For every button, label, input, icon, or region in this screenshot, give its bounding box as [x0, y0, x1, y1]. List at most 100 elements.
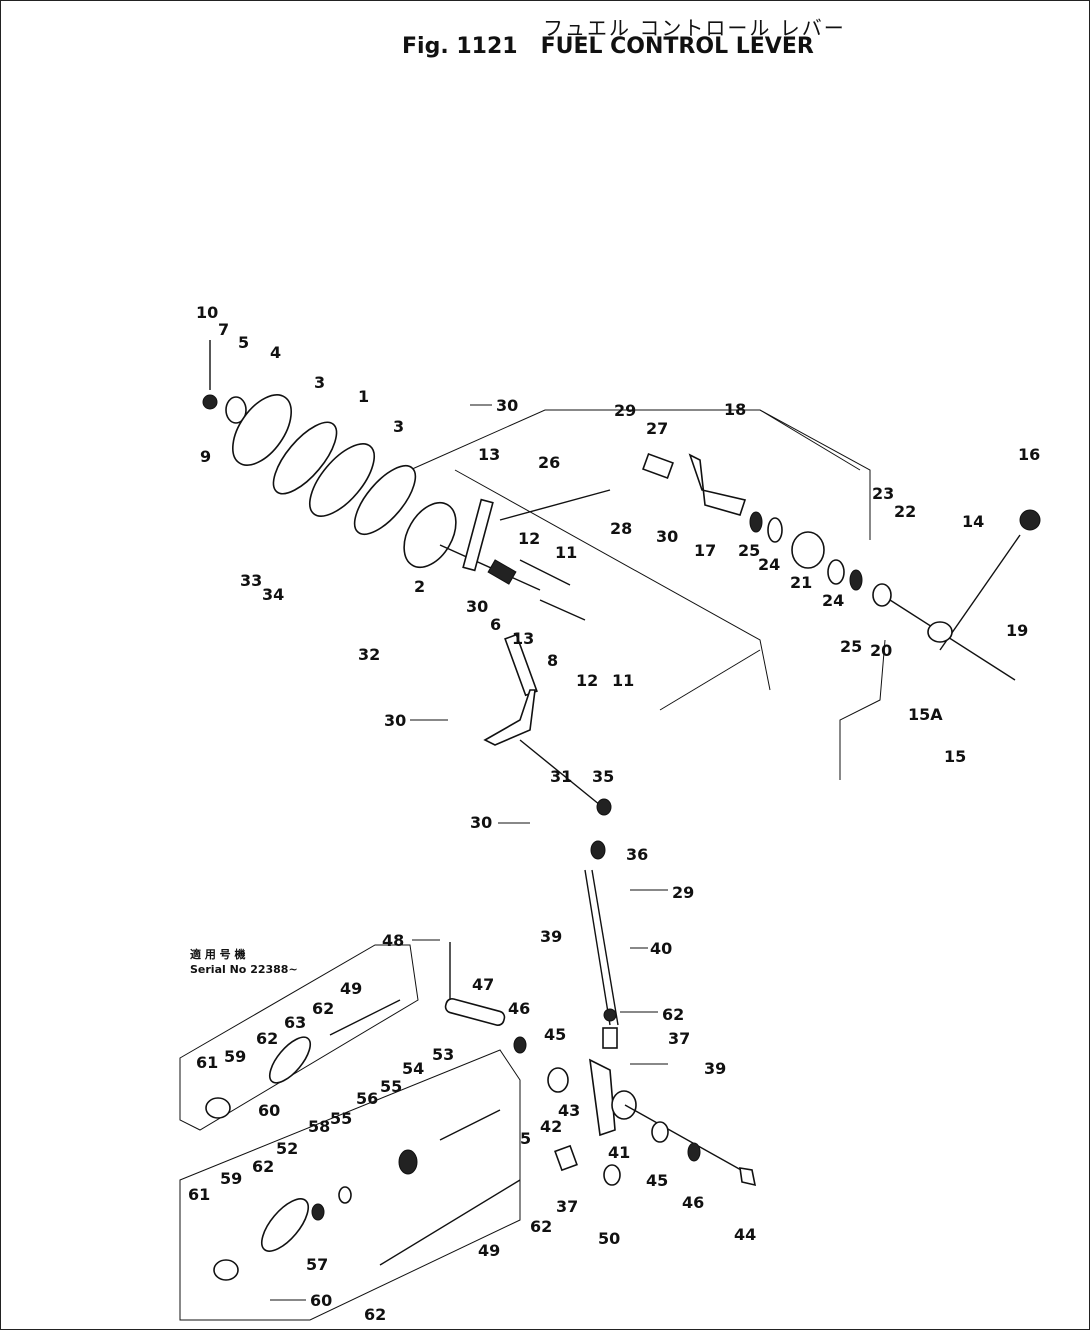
callout-label: 30 [656, 527, 678, 546]
ball-joint-35 [596, 798, 612, 816]
callout-label: 1 [358, 387, 369, 406]
lever-17 [688, 453, 747, 516]
rod-49-b [379, 1179, 521, 1266]
callout-label: 62 [364, 1305, 386, 1324]
lever-shaft-assembly [642, 453, 1041, 681]
bolt-11 [519, 559, 571, 586]
callout-label: 16 [1018, 445, 1040, 464]
callout-label: 26 [538, 453, 560, 472]
callout-label: 62 [312, 999, 334, 1018]
flange-21 [791, 531, 825, 569]
rod-40 [584, 869, 611, 1026]
callout-label: 58 [308, 1117, 330, 1136]
callout-label: 7 [218, 320, 229, 339]
callout-label: 20 [870, 641, 892, 660]
callout-label: 6 [490, 615, 501, 634]
callout-label: 57 [306, 1255, 328, 1274]
bushing-54 [398, 1149, 418, 1175]
callout-label: 24 [758, 555, 780, 574]
callout-label: 30 [470, 813, 492, 832]
lever-plate-1 [309, 443, 375, 517]
figure-title-english: FUEL CONTROL LEVER [540, 34, 814, 59]
callout-label: 23 [872, 484, 894, 503]
callout-label: 3 [393, 417, 404, 436]
bushing-45-b [651, 1121, 669, 1143]
callout-label: 12 [576, 671, 598, 690]
lower-linkage [444, 942, 757, 1187]
callout-labels: 10 7 5 4 3 1 3 9 30 29 27 18 16 13 26 28… [188, 303, 1040, 1324]
washer-7 [225, 396, 247, 424]
link-chain [483, 633, 619, 1026]
knob-16 [1019, 509, 1041, 531]
callout-label: 39 [540, 927, 562, 946]
lever-hub-14 [927, 621, 953, 643]
callout-label: 60 [310, 1291, 332, 1310]
spring-46-b [687, 1142, 701, 1162]
callout-label: 10 [196, 303, 218, 322]
callout-label: 31 [550, 767, 572, 786]
callout-label: 55 [380, 1077, 402, 1096]
nut-9 [202, 394, 218, 410]
bracket-31 [483, 689, 536, 746]
callout-label: 63 [284, 1013, 306, 1032]
shaft [439, 544, 541, 591]
callout-label: 61 [188, 1185, 210, 1204]
rod-40-edge [591, 869, 619, 1026]
callout-label: 11 [555, 543, 577, 562]
block-27 [642, 453, 674, 479]
callout-label: 18 [724, 400, 746, 419]
callout-label: 48 [382, 931, 404, 950]
callout-label: 33 [240, 571, 262, 590]
inset-serial-range: Serial No 22388~ [190, 963, 298, 976]
callout-label: 30 [496, 396, 518, 415]
callout-label: 52 [276, 1139, 298, 1158]
inset-note-japanese: 適 用 号 機 [190, 947, 246, 961]
callout-label: 62 [662, 1005, 684, 1024]
callout-label: 37 [668, 1029, 690, 1048]
callout-label: 30 [384, 711, 406, 730]
callout-label: 5 [238, 333, 249, 352]
callout-label: 5 [520, 1129, 531, 1148]
callout-label: 11 [612, 671, 634, 690]
callout-label: 35 [592, 767, 614, 786]
nut-62-a [603, 1008, 617, 1022]
callout-label: 15 [944, 747, 966, 766]
callout-label: 46 [508, 999, 530, 1018]
callout-label: 34 [262, 585, 284, 604]
figure-number: Fig. 1121 [402, 34, 518, 59]
callout-label: 36 [626, 845, 648, 864]
callout-label: 25 [738, 541, 760, 560]
inset-panel-lower [179, 1049, 521, 1321]
callout-label: 44 [734, 1225, 756, 1244]
callout-label: 55 [330, 1109, 352, 1128]
nut-57 [311, 1203, 325, 1221]
callout-label: 17 [694, 541, 716, 560]
bushing-24-a [767, 517, 783, 543]
callout-label: 27 [646, 419, 668, 438]
callout-label: 8 [547, 651, 558, 670]
callout-label: 29 [614, 401, 636, 420]
sleeve-52 [261, 1198, 309, 1252]
leader-lines [270, 404, 668, 1301]
bushing-24-b [827, 559, 845, 585]
bolt-44 [739, 1167, 757, 1187]
callout-label: 45 [646, 1171, 668, 1190]
figure-title-japanese: フュエル コントロール レバー [543, 16, 846, 40]
joint-37-a [602, 1027, 618, 1049]
callout-label: 9 [200, 447, 211, 466]
pin-50 [603, 1164, 621, 1186]
callout-label: 28 [610, 519, 632, 538]
callout-label: 15A [908, 705, 943, 724]
callout-label: 30 [466, 597, 488, 616]
lever-14 [939, 534, 1021, 651]
callout-label: 24 [822, 591, 844, 610]
axis-line [889, 599, 1016, 681]
callout-label: 42 [540, 1117, 562, 1136]
callout-label: 12 [518, 529, 540, 548]
callout-label: 46 [682, 1193, 704, 1212]
link-13-a [462, 498, 494, 572]
disc-3-b [353, 465, 417, 535]
housing-outline [409, 409, 886, 780]
callout-label: 19 [1006, 621, 1028, 640]
